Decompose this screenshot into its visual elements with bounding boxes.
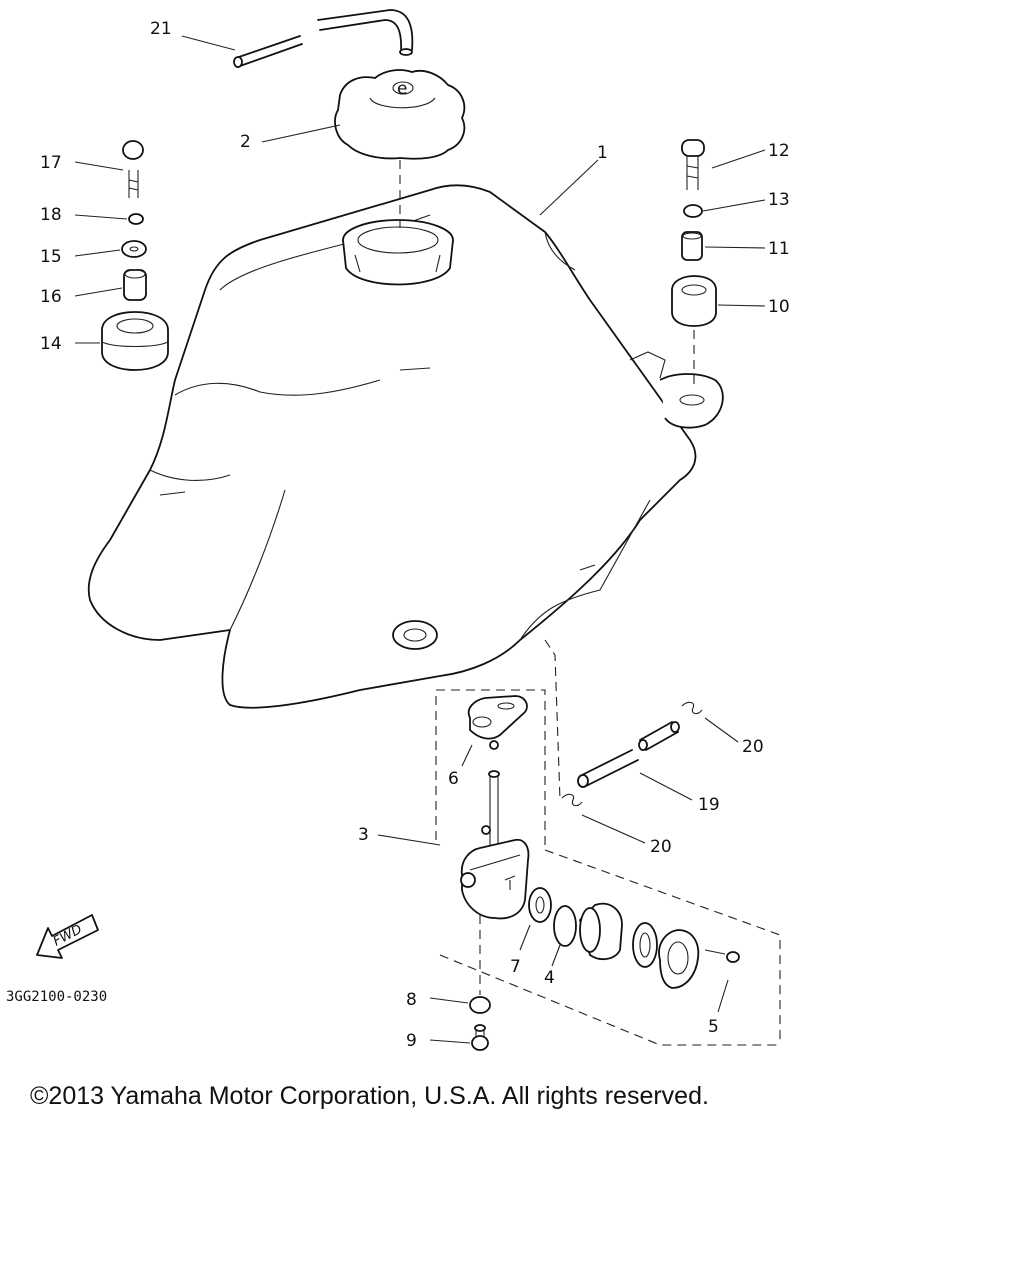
callout-5: 5 — [708, 1017, 719, 1037]
fuel-cap: e — [334, 69, 466, 160]
gasket-6 — [467, 695, 528, 750]
callout-9: 9 — [406, 1031, 417, 1051]
fuel-tank-exploded-diagram: e — [6, 9, 790, 1051]
callout-labels: 21 2 1 17 18 15 16 14 12 13 11 10 6 20 1… — [40, 19, 790, 1051]
callout-11: 11 — [768, 239, 790, 259]
tank-mount-tab — [659, 373, 724, 429]
o-ring-7 — [528, 887, 552, 923]
callout-18: 18 — [40, 205, 62, 225]
hose-clip-20-lower — [561, 793, 583, 807]
cover-plate-5 — [658, 929, 700, 989]
callout-13: 13 — [768, 190, 790, 210]
collar-11 — [681, 231, 703, 261]
copyright-notice: ©2013 Yamaha Motor Corporation, U.S.A. A… — [30, 1082, 709, 1110]
o-ring-4 — [553, 905, 577, 947]
tank-drain-boss — [392, 620, 438, 650]
diagram-code: 3GG2100-0230 — [6, 989, 107, 1005]
damper-10 — [671, 275, 717, 327]
callout-20-lower: 20 — [650, 837, 672, 857]
bolt-17 — [122, 140, 144, 198]
callout-2: 2 — [240, 132, 251, 152]
callout-10: 10 — [768, 297, 790, 317]
callout-12: 12 — [768, 141, 790, 161]
callout-19: 19 — [698, 795, 720, 815]
callout-4: 4 — [544, 968, 555, 988]
fuel-tank — [87, 184, 697, 709]
petcock-group-outline — [435, 639, 781, 1046]
fuel-hose-19 — [577, 721, 680, 788]
washer-13 — [683, 204, 703, 218]
callout-21: 21 — [150, 19, 172, 39]
callout-14: 14 — [40, 334, 62, 354]
callout-16: 16 — [40, 287, 62, 307]
callout-6: 6 — [448, 769, 459, 789]
breather-hose — [233, 9, 414, 68]
damper-14 — [101, 311, 169, 371]
drain-washer-8 — [469, 996, 491, 1014]
drain-screw-9 — [471, 1024, 489, 1051]
callout-20-upper: 20 — [742, 737, 764, 757]
collar-16 — [123, 269, 147, 301]
callout-7: 7 — [510, 957, 521, 977]
washer-18 — [128, 213, 144, 225]
screw-5 — [704, 949, 740, 963]
hose-clip-20-upper — [681, 701, 703, 715]
svg-text:e: e — [397, 79, 407, 99]
filler-neck — [342, 219, 454, 286]
callout-3: 3 — [358, 825, 369, 845]
callout-15: 15 — [40, 247, 62, 267]
callout-8: 8 — [406, 990, 417, 1010]
forward-arrow-icon: FWD — [36, 914, 99, 959]
collar-15 — [121, 240, 147, 258]
fuel-cock-body — [460, 838, 530, 920]
callout-1: 1 — [597, 143, 608, 163]
leader-lines — [74, 35, 766, 1044]
lever-assembly — [579, 902, 658, 968]
callout-17: 17 — [40, 153, 62, 173]
bolt-12 — [681, 139, 705, 190]
